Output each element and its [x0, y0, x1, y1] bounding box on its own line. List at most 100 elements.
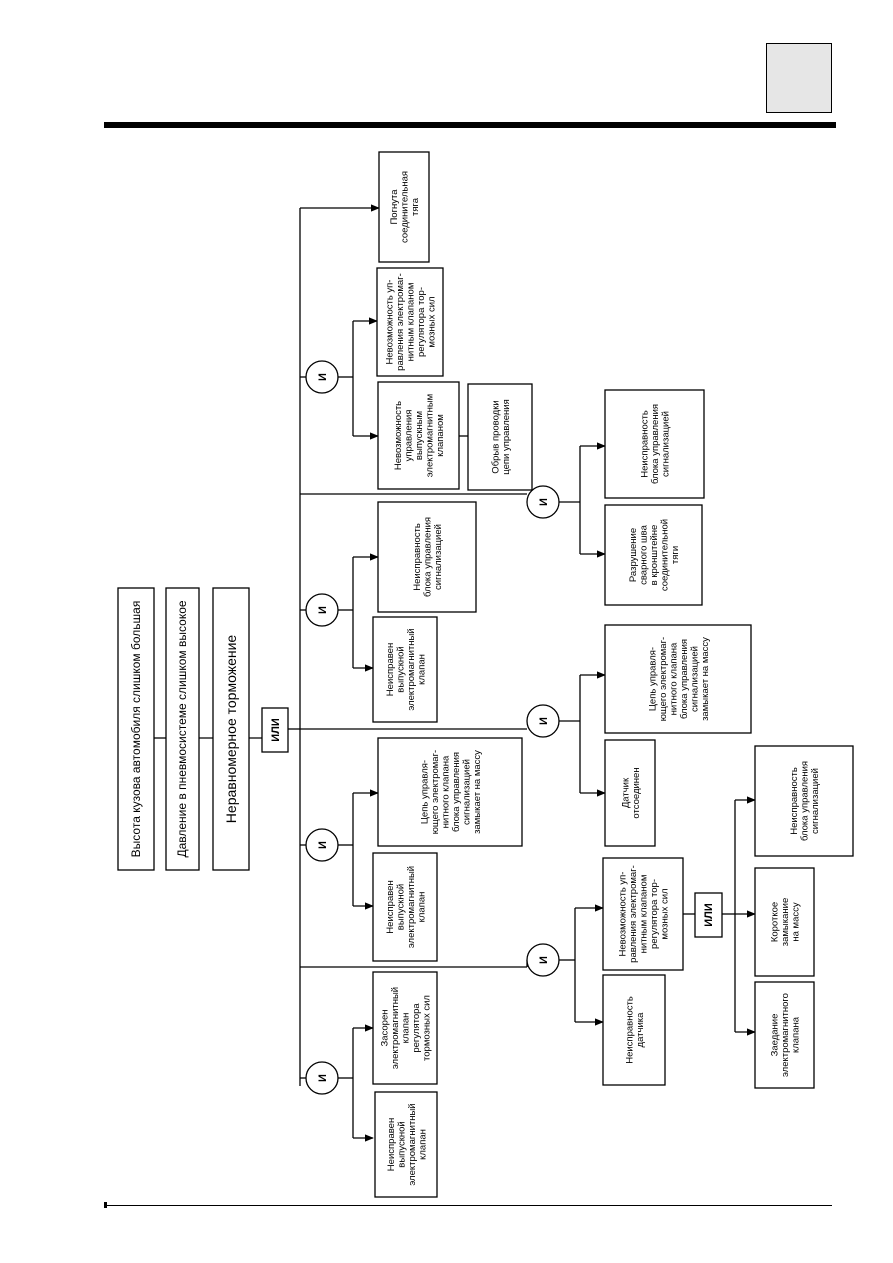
event-label: блока управления — [679, 639, 690, 719]
top-rule — [104, 122, 836, 128]
event-box: Невозможность уп-равления электромаг-нит… — [602, 857, 684, 971]
event-label: блока управления — [423, 517, 434, 597]
event-label: Невозможность уп- — [618, 872, 629, 957]
event-label: электромагнитным — [425, 394, 436, 477]
event-label: на массу — [791, 902, 802, 941]
event-label: Неисправность — [640, 410, 651, 478]
svg-text:И: И — [317, 373, 329, 381]
event-label: Обрыв проводки — [490, 400, 501, 473]
event-label: мозных сил — [660, 888, 671, 939]
event-label: Неисправен — [386, 1118, 397, 1171]
event-label: Заедание — [770, 1014, 781, 1057]
event-label: клапан — [416, 892, 427, 923]
or-gate-2: ИЛИ — [694, 892, 723, 938]
event-label: нитным клапаном — [406, 283, 417, 362]
event-label: регулятора тор- — [649, 879, 660, 949]
event-label: Засорен — [380, 1010, 391, 1047]
top-event-3: Неравномерное торможение — [212, 587, 250, 871]
top-event-1: Высота кузова автомобиля слишком большая — [117, 587, 155, 871]
event-label: выпускной — [395, 646, 406, 692]
svg-text:И: И — [317, 1074, 329, 1082]
event-label: соединительная — [400, 171, 411, 243]
event-label: клапаном — [435, 414, 446, 457]
event-label: равления электромаг- — [395, 273, 406, 371]
and-gate: И — [305, 1061, 339, 1095]
section-tab — [766, 43, 832, 113]
event-label: клапана — [791, 1016, 802, 1053]
event-label: электромагнитного — [780, 993, 791, 1077]
event-label: равления электромаг- — [628, 865, 639, 963]
event-label: сигнализацией — [461, 759, 472, 825]
event-label: сигнализацией — [810, 768, 821, 834]
event-label: отсоединен — [631, 767, 642, 818]
event-label: Короткое — [770, 902, 781, 942]
event-label: блока управления — [650, 404, 661, 484]
event-label: Цепь управля- — [419, 760, 430, 824]
event-label: выпускной — [395, 884, 406, 930]
event-label: сигнализацией — [689, 646, 700, 712]
event-label: ющего электромаг- — [658, 637, 669, 721]
event-label: Датчик — [620, 777, 631, 808]
event-label: выпускным — [414, 411, 425, 460]
event-label: цепи управления — [501, 399, 512, 475]
event-label: Невозможность — [393, 401, 404, 470]
event-label: датчика — [635, 1012, 646, 1048]
and-gate: И — [305, 828, 339, 862]
event-label: нитного клапана — [668, 642, 679, 715]
event-label: Неисправен — [385, 643, 396, 696]
event-label: замыкает на массу — [472, 750, 483, 834]
svg-text:И: И — [317, 606, 329, 614]
event-label: клапан — [417, 1129, 428, 1160]
event-label: Цепь управля- — [647, 647, 658, 711]
event-label: нитным клапаном — [639, 875, 650, 954]
event-label: нитного клапана — [440, 755, 451, 828]
event-label: мозных сил — [427, 296, 438, 347]
event-label: замыкание — [780, 898, 791, 946]
and-gate: И — [526, 943, 560, 977]
event-label: тормозных сил — [422, 995, 433, 1061]
event-label: Неисправен — [385, 880, 396, 933]
event-label: клапан — [416, 654, 427, 685]
event-label: клапан — [401, 1013, 412, 1044]
event-label: сигнализацией — [661, 411, 672, 477]
event-box: Цепь управля-ющего электромаг-нитного кл… — [604, 624, 752, 734]
svg-text:ИЛИ: ИЛИ — [270, 718, 282, 742]
event-label: Невозможность уп- — [385, 280, 396, 365]
top-event-label: Неравномерное торможение — [223, 635, 239, 824]
event-label: ющего электромаг- — [430, 750, 441, 834]
event-label: сварного шва — [639, 524, 650, 585]
and-gate: И — [526, 704, 560, 738]
event-box: Цепь управля-ющего электромаг-нитного кл… — [377, 737, 523, 847]
top-event-label: Высота кузова автомобиля слишком большая — [129, 601, 143, 858]
event-label: Неисправность — [412, 523, 423, 591]
event-label: Неисправность — [624, 996, 635, 1064]
event-label: соединительной — [660, 519, 671, 591]
top-event-2: Давление в пневмосистеме слишком высокое — [165, 587, 200, 871]
event-label: электромагнитный — [406, 628, 417, 710]
event-label: регулятора — [411, 1003, 422, 1053]
event-label: управления — [404, 410, 415, 462]
event-label: электромагнитный — [390, 987, 401, 1069]
event-label: тяги — [670, 546, 681, 564]
event-label: Неисправность — [789, 767, 800, 835]
event-label: выпускной — [396, 1121, 407, 1167]
event-label: регулятора тор- — [416, 287, 427, 357]
event-label: сигнализацией — [433, 524, 444, 590]
event-label: в кронштейне — [649, 525, 660, 586]
event-label: блока управления — [451, 752, 462, 832]
